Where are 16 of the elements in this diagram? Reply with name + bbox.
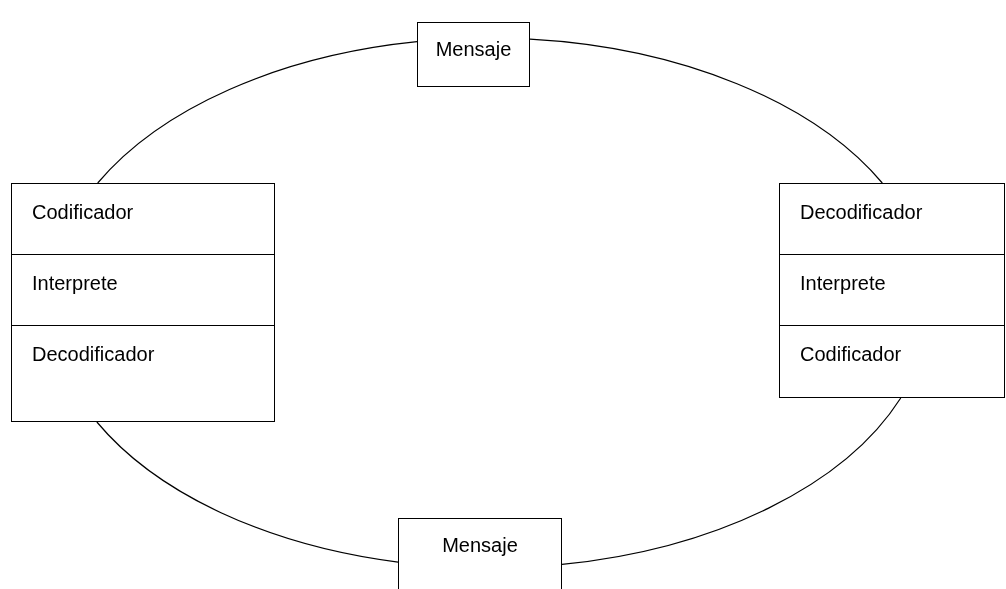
cell-label: Decodificador — [800, 201, 923, 223]
cell-label: Interprete — [800, 272, 886, 294]
curved-connector — [561, 397, 902, 566]
cell-label: Decodificador — [32, 343, 155, 365]
curved-connector — [96, 421, 399, 563]
cell-label: Interprete — [32, 272, 118, 294]
message-box — [398, 518, 562, 589]
table-box — [11, 183, 275, 422]
curved-connector — [97, 41, 418, 184]
message-label: Mensaje — [435, 37, 512, 62]
curved-connector — [529, 38, 883, 184]
cell-label: Codificador — [32, 201, 134, 223]
table-box — [779, 183, 1005, 398]
cell-label: Codificador — [800, 343, 902, 365]
message-label: Mensaje — [442, 533, 518, 558]
message-box — [417, 22, 530, 87]
